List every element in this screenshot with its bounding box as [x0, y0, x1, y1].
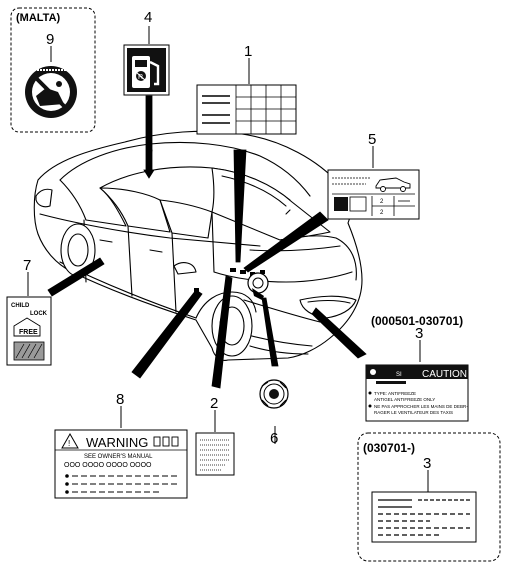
svg-text:!: ! — [68, 439, 70, 448]
child-lock-free-text: FREE — [19, 329, 38, 336]
air-conditioning-label: 2 2 — [327, 169, 420, 220]
lock-arrow-icon — [13, 317, 41, 337]
car-side-icon — [375, 177, 411, 192]
malta-group-title: (MALTA) — [16, 12, 61, 24]
warning-subtitle: SEE OWNER'S MANUAL — [84, 454, 153, 460]
callout-ticks — [27, 26, 429, 492]
callout-number-5: 5 — [368, 131, 376, 148]
fuel-pump-icon: R — [132, 56, 160, 88]
later-caution-group: (030701-) — [357, 432, 501, 562]
warning-codes: OOO OOOO OOOO OOOO — [64, 462, 152, 469]
callout-number-6: 6 — [270, 430, 278, 447]
airbag-child-seat-warning-icon — [25, 66, 77, 118]
callout-number-1: 1 — [244, 43, 252, 60]
callout-number-4: 4 — [144, 9, 152, 26]
svg-text:2: 2 — [380, 199, 384, 205]
svg-text:2: 2 — [380, 210, 384, 216]
caution-line-1: TYPE: ANTIFREEZE — [374, 391, 416, 396]
car-illustration — [33, 130, 363, 361]
callout-number-9: 9 — [46, 31, 54, 48]
callout-number-3-b: 3 — [423, 455, 431, 472]
warning-title: WARNING — [86, 435, 148, 450]
seat-icons — [153, 436, 179, 447]
caution-line-3: NE PAS APPROCHER LES MAINS DE DEBR- — [374, 404, 468, 409]
caution-line-2: ANTIGEL ANTIFREEZE ONLY — [374, 397, 435, 402]
warning-triangle-icon — [61, 432, 79, 449]
caution-si-mark: SI — [396, 372, 402, 378]
malta-group: (MALTA) — [10, 7, 96, 133]
caution-group: (000501-030701) SI CAUTION TYPE: ANTIFRE… — [365, 314, 469, 422]
emission-label — [195, 432, 235, 476]
child-lock-text-2: LOCK — [30, 311, 48, 317]
callout-number-2: 2 — [210, 395, 218, 412]
child-lock-text-1: CHILD — [11, 303, 30, 309]
leader-lines — [47, 95, 367, 389]
fuel-label: R — [123, 44, 170, 96]
radiator-cap-on-car — [247, 272, 269, 300]
svg-text:R: R — [138, 74, 143, 81]
child-lock-label: CHILD LOCK FREE — [6, 296, 52, 366]
callout-number-7: 7 — [23, 257, 31, 274]
radiator-cap-part — [259, 379, 289, 409]
warning-label: ! WARNING SEE OWNER'S MANUAL OOO OOOO OO… — [54, 429, 188, 499]
caution-title: CAUTION — [422, 369, 467, 380]
callout-number-8: 8 — [116, 391, 124, 408]
caution-group-range: (000501-030701) — [371, 314, 463, 328]
caution-line-4: RAGER LE VENTILATEUR DES TAXIS — [374, 410, 453, 415]
later-group-range: (030701-) — [363, 441, 415, 455]
callout-number-3-a: 3 — [415, 325, 423, 342]
information-label-grid — [196, 84, 297, 135]
